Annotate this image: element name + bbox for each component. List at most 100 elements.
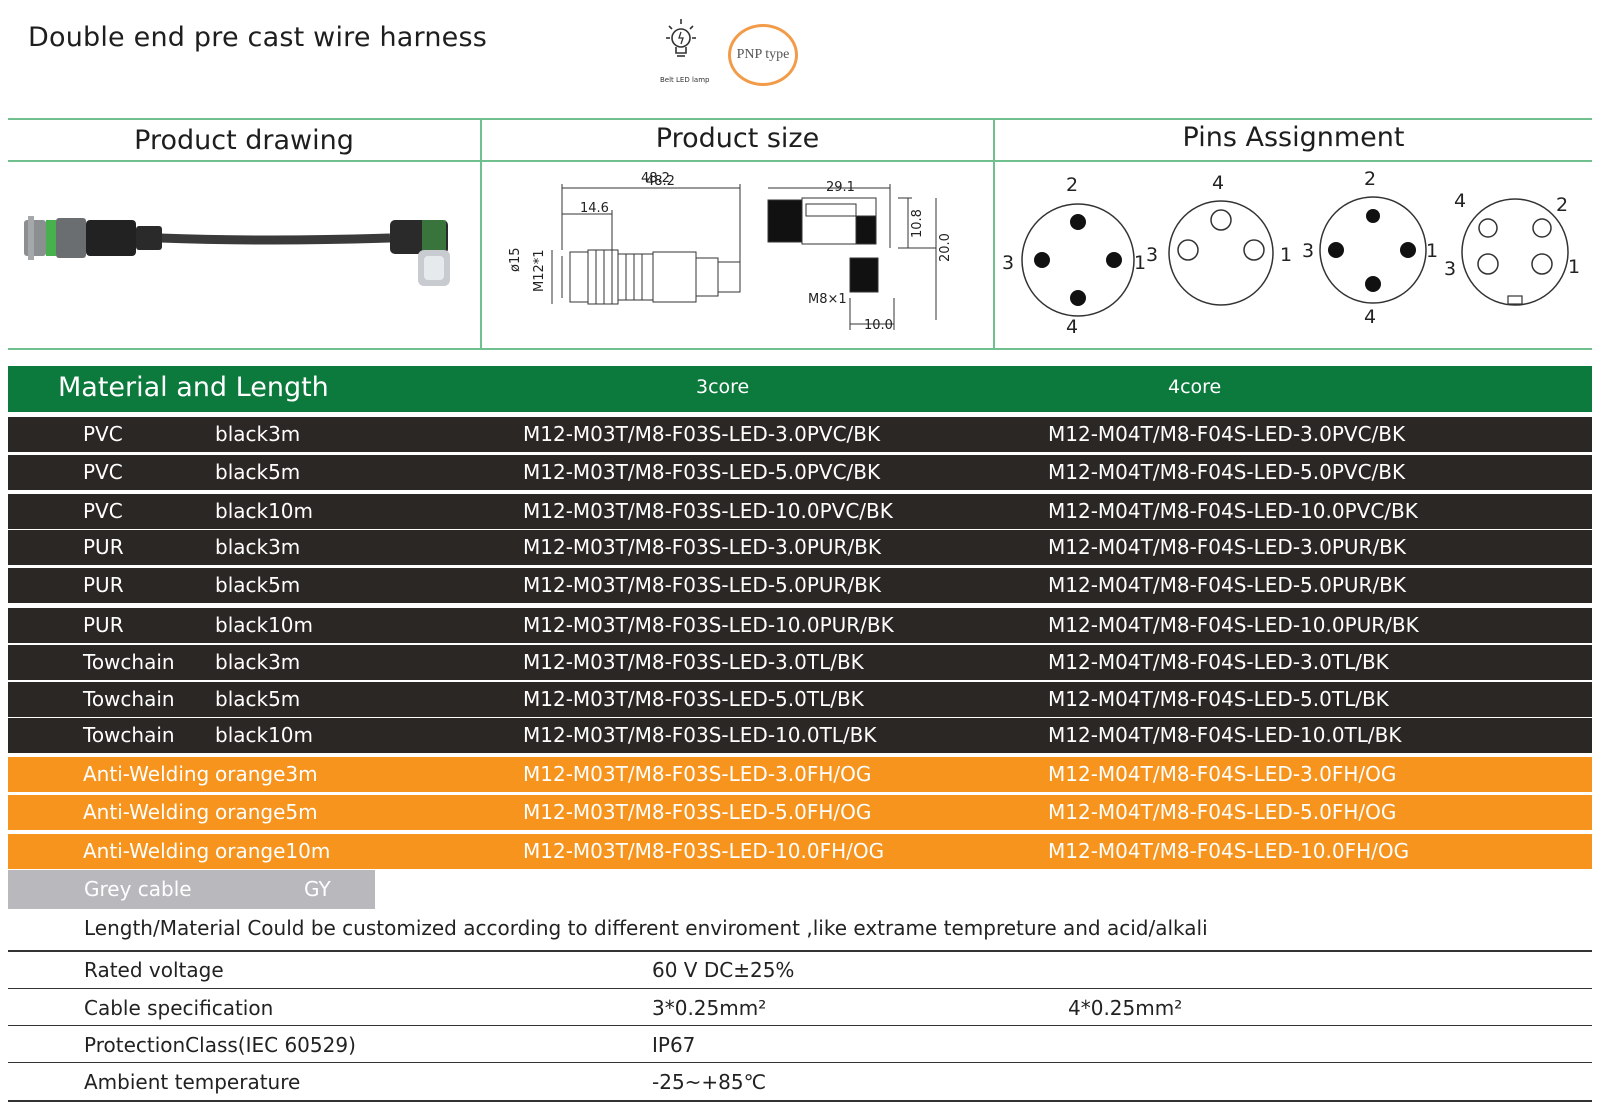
- material-cell: Anti-Welding: [83, 800, 210, 824]
- part-3core-cell: M12-M03T/M8-F03S-LED-5.0FH/OG: [523, 800, 872, 824]
- pin-label: 2: [1066, 174, 1079, 196]
- divider: [480, 118, 482, 350]
- length-cell: orange3m: [215, 762, 318, 786]
- part-3core-cell: M12-M03T/M8-F03S-LED-5.0PUR/BK: [523, 573, 882, 597]
- pin-label: 2: [1364, 168, 1377, 190]
- dim-label: M8×1: [808, 292, 847, 307]
- pin-label: 3: [1146, 244, 1159, 266]
- section-product-size: Product size: [655, 123, 820, 154]
- length-cell: black5m: [215, 573, 301, 597]
- material-cell: Anti-Welding: [83, 762, 210, 786]
- pin-label: 2: [1556, 194, 1569, 216]
- lamp-icon: [664, 16, 698, 66]
- spec-value: IP67: [652, 1033, 696, 1057]
- part-4core-cell: M12-M04T/M8-F04S-LED-3.0PVC/BK: [1048, 422, 1406, 446]
- part-3core-cell: M12-M03T/M8-F03S-LED-3.0FH/OG: [523, 762, 872, 786]
- pin-diagram-3core-male: [1018, 200, 1138, 320]
- pin-label: 3: [1302, 240, 1315, 262]
- divider: [8, 1100, 1592, 1102]
- material-cell: PVC: [83, 422, 123, 446]
- table-row: Towchain black5m M12-M03T/M8-F03S-LED-5.…: [8, 682, 1592, 717]
- table-row: PVC black5m M12-M03T/M8-F03S-LED-5.0PVC/…: [8, 455, 1592, 490]
- pin-label: 3: [1444, 258, 1457, 280]
- pin-label: 1: [1134, 252, 1147, 274]
- dim-label: 48.2: [646, 174, 675, 189]
- divider: [8, 988, 1592, 989]
- material-cell: PUR: [83, 613, 124, 637]
- dim-label: 14.6: [580, 201, 609, 216]
- part-3core-cell: M12-M03T/M8-F03S-LED-10.0PUR/BK: [523, 613, 894, 637]
- page-title: Double end pre cast wire harness: [28, 22, 487, 53]
- pin-label: 1: [1426, 240, 1439, 262]
- pin-label: 4: [1454, 190, 1467, 212]
- grey-cable-label: Grey cable: [84, 877, 192, 901]
- material-cell: PVC: [83, 460, 123, 484]
- section-pins-assignment: Pins Assignment: [1182, 122, 1405, 153]
- column-4core: 4core: [1168, 376, 1222, 398]
- lamp-caption: Belt LED lamp: [660, 76, 710, 84]
- material-length-title: Material and Length: [58, 372, 329, 403]
- table-row: Anti-Welding orange5m M12-M03T/M8-F03S-L…: [8, 795, 1592, 830]
- length-cell: orange5m: [215, 800, 318, 824]
- part-4core-cell: M12-M04T/M8-F04S-LED-3.0TL/BK: [1048, 650, 1389, 674]
- table-row: PUR black10m M12-M03T/M8-F03S-LED-10.0PU…: [8, 608, 1592, 643]
- part-4core-cell: M12-M04T/M8-F04S-LED-5.0PUR/BK: [1048, 573, 1407, 597]
- material-cell: Towchain: [83, 650, 175, 674]
- dim-label: 20.0: [938, 233, 953, 262]
- part-4core-cell: M12-M04T/M8-F04S-LED-5.0FH/OG: [1048, 800, 1397, 824]
- length-cell: black5m: [215, 460, 301, 484]
- table-row: PUR black5m M12-M03T/M8-F03S-LED-5.0PUR/…: [8, 568, 1592, 603]
- spec-label: Rated voltage: [84, 958, 224, 982]
- table-row: Towchain black3m M12-M03T/M8-F03S-LED-3.…: [8, 645, 1592, 680]
- part-3core-cell: M12-M03T/M8-F03S-LED-3.0PVC/BK: [523, 422, 881, 446]
- pin-label: 4: [1364, 306, 1377, 328]
- length-cell: black3m: [215, 422, 301, 446]
- divider: [8, 118, 1592, 120]
- length-cell: black5m: [215, 687, 301, 711]
- pin-label: 1: [1568, 256, 1581, 278]
- pin-diagram-4core-male: [1316, 194, 1430, 306]
- length-cell: black10m: [215, 499, 314, 523]
- divider: [8, 950, 1592, 952]
- divider: [8, 348, 1592, 350]
- part-4core-cell: M12-M04T/M8-F04S-LED-3.0FH/OG: [1048, 762, 1397, 786]
- pin-diagram-4core-female: [1458, 196, 1572, 308]
- part-3core-cell: M12-M03T/M8-F03S-LED-10.0FH/OG: [523, 839, 885, 863]
- spec-value: 4*0.25mm²: [1068, 996, 1183, 1020]
- dim-label: 10.0: [864, 318, 893, 333]
- cable-product-image: [20, 190, 460, 300]
- table-row: PVC black10m M12-M03T/M8-F03S-LED-10.0PV…: [8, 494, 1592, 529]
- part-3core-cell: M12-M03T/M8-F03S-LED-5.0TL/BK: [523, 687, 864, 711]
- part-4core-cell: M12-M04T/M8-F04S-LED-10.0PUR/BK: [1048, 613, 1419, 637]
- divider: [8, 160, 1592, 162]
- spec-label: Ambient temperature: [84, 1070, 301, 1094]
- length-cell: black3m: [215, 650, 301, 674]
- table-row: PVC black3m M12-M03T/M8-F03S-LED-3.0PVC/…: [8, 417, 1592, 452]
- grey-cable-code: GY: [304, 877, 331, 901]
- spec-value: -25~+85℃: [652, 1070, 767, 1094]
- part-4core-cell: M12-M04T/M8-F04S-LED-5.0TL/BK: [1048, 687, 1389, 711]
- product-size-drawing: 48.2: [500, 170, 970, 345]
- length-cell: black10m: [215, 613, 314, 637]
- section-product-drawing: Product drawing: [134, 125, 354, 156]
- part-3core-cell: M12-M03T/M8-F03S-LED-3.0PUR/BK: [523, 535, 882, 559]
- table-row: PUR black3m M12-M03T/M8-F03S-LED-3.0PUR/…: [8, 530, 1592, 565]
- material-cell: PUR: [83, 573, 124, 597]
- length-cell: orange10m: [215, 839, 331, 863]
- spec-value: 3*0.25mm²: [652, 996, 767, 1020]
- material-cell: PVC: [83, 499, 123, 523]
- divider: [8, 1025, 1592, 1026]
- table-row: Anti-Welding orange3m M12-M03T/M8-F03S-L…: [8, 757, 1592, 792]
- pin-label: 3: [1002, 252, 1015, 274]
- table-row: Anti-Welding orange10m M12-M03T/M8-F03S-…: [8, 834, 1592, 869]
- part-4core-cell: M12-M04T/M8-F04S-LED-3.0PUR/BK: [1048, 535, 1407, 559]
- part-3core-cell: M12-M03T/M8-F03S-LED-3.0TL/BK: [523, 650, 864, 674]
- material-cell: Towchain: [83, 723, 175, 747]
- pin-label: 4: [1212, 172, 1225, 194]
- spec-label: ProtectionClass(IEC 60529): [84, 1033, 356, 1057]
- pin-label: 1: [1280, 244, 1293, 266]
- dim-label: 29.1: [826, 180, 855, 195]
- pin-label: 4: [1066, 316, 1079, 338]
- length-cell: black10m: [215, 723, 314, 747]
- divider: [8, 1062, 1592, 1063]
